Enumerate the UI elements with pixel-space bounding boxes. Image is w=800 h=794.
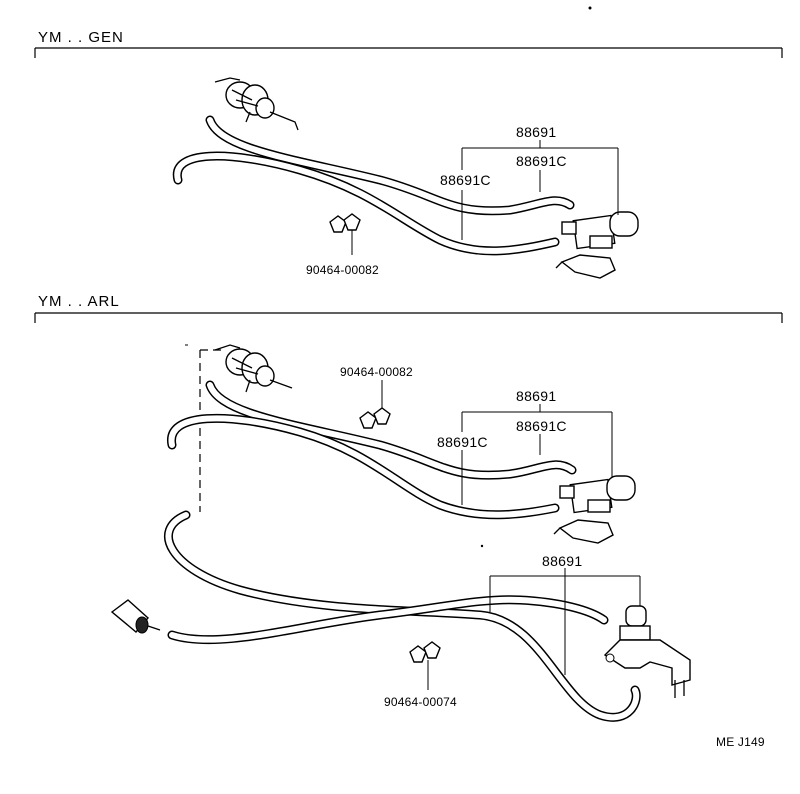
arl-clamp-top-label: 90464-00082 <box>340 365 413 379</box>
arl-clamp-bottom-label: 90464-00074 <box>384 695 457 709</box>
arl-hose-middle <box>167 413 560 520</box>
arl-hose-upper <box>205 380 577 480</box>
diagram-code: ME J149 <box>716 735 765 749</box>
gen-hose-main-label: 88691 <box>516 124 557 140</box>
gen-section-title: YM . . GEN <box>38 29 124 46</box>
arl-vacuum-modulator <box>214 344 293 393</box>
gen-leader-lines <box>461 140 619 240</box>
arl-hose-lower-label: 88691 <box>542 553 583 569</box>
arl-vsv-valve <box>553 475 636 544</box>
arl-hose-c-left-label: 88691C <box>437 434 488 450</box>
arl-upper-leader-lines <box>461 404 613 505</box>
gen-vacuum-modulator <box>214 77 299 131</box>
gen-hose-lower <box>172 151 560 256</box>
speck-mark <box>588 6 592 10</box>
gen-section-divider <box>34 47 783 58</box>
speck-mark <box>480 544 484 548</box>
arl-end-cap <box>110 599 161 634</box>
arl-hose-main-label: 88691 <box>516 388 557 404</box>
gen-hose-upper <box>205 115 575 216</box>
gen-clamp <box>329 213 361 255</box>
arl-clamp-top <box>359 380 391 429</box>
arl-section-divider <box>34 312 783 323</box>
gen-hose-c-left-label: 88691C <box>440 172 491 188</box>
arl-section-title: YM . . ARL <box>38 293 120 310</box>
arl-hose-cross <box>167 595 609 645</box>
gen-hose-c-right-label: 88691C <box>516 153 567 169</box>
arl-hose-long-loop <box>164 510 641 722</box>
arl-vsv-bracket-valve <box>603 605 691 698</box>
arl-dashed-link <box>185 344 222 512</box>
gen-clamp-label: 90464-00082 <box>306 263 379 277</box>
arl-hose-c-right-label: 88691C <box>516 418 567 434</box>
arl-clamp-bottom <box>409 641 441 690</box>
gen-vsv-valve <box>555 211 639 279</box>
arl-lower-leader-lines <box>489 568 641 675</box>
